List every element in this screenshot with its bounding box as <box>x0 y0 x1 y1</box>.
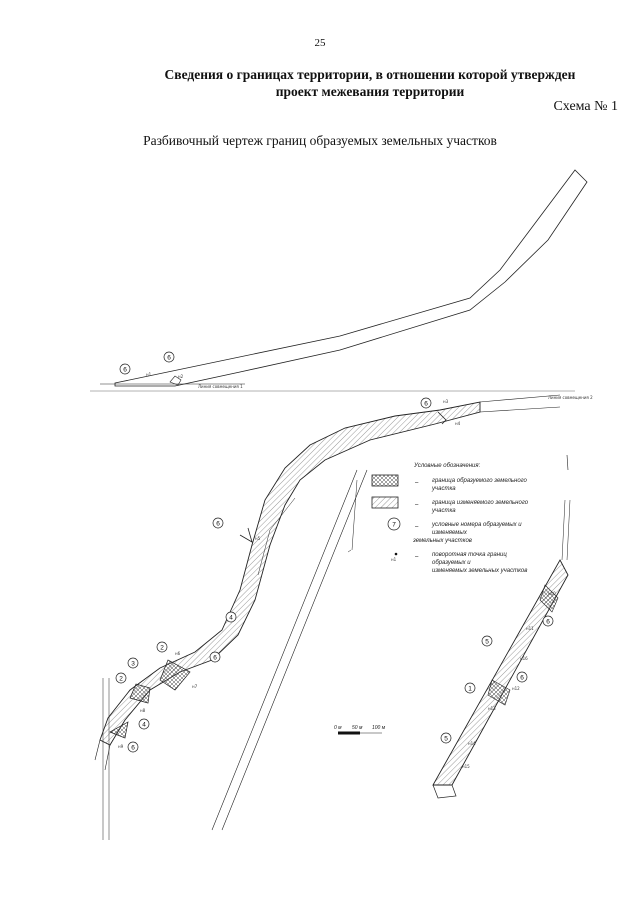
legend-number-circle <box>387 517 401 531</box>
legend-title: Условные обозначения: <box>413 463 481 469</box>
parcel-number: 6 <box>520 675 524 682</box>
legend-item-1-line-2: участка <box>431 486 456 492</box>
parcel-number-marker: 1 <box>464 682 476 694</box>
document-title: Сведения о границах территории, в отноше… <box>110 66 630 100</box>
legend-point-label: н1 <box>391 557 397 562</box>
point-label: н16 <box>520 656 528 661</box>
parcel-number: 1 <box>468 686 472 693</box>
parcel-number: 3 <box>131 661 135 668</box>
parcel-number-marker: 5 <box>481 635 493 647</box>
main-road: Линия совмещения 2 н3 н4 н5 н6 н7 н8 н9 <box>94 394 593 771</box>
scheme-label: Схема № 1 <box>553 99 618 114</box>
parcel-number: 5 <box>444 736 448 743</box>
point-label: н9 <box>118 744 124 749</box>
scale-bar: 0 м 50 м 100 м <box>334 725 386 735</box>
point-label: н12 <box>512 686 520 691</box>
legend: Условные обозначения: – граница образуем… <box>371 463 529 574</box>
parcel-number-marker: 6 <box>163 351 175 363</box>
point-label: н15 <box>462 764 470 769</box>
parcel-number: 4 <box>142 722 146 729</box>
legend-point-marker <box>394 552 398 556</box>
parcel-number: 2 <box>160 645 164 652</box>
scale-label-0: 0 м <box>334 725 342 731</box>
parcel-number: 6 <box>123 367 127 374</box>
point-label: н2 <box>178 374 184 379</box>
top-road: Линия совмещения 1 н1 н2 <box>100 169 588 389</box>
parcel-number-marker: 6 <box>516 671 528 683</box>
title-line-2: проект межевания территории <box>275 84 465 99</box>
parcel-number: 6 <box>213 655 217 662</box>
match-line-label: Линия совмещения 1 <box>198 384 243 389</box>
parcel-number-marker: 6 <box>542 615 554 627</box>
legend-dash: – <box>414 502 419 508</box>
legend-swatch-new <box>371 474 399 487</box>
parcel-number-markers: 6 6 6 6 4 6 2 3 <box>115 351 554 753</box>
point-label: н11 <box>526 626 534 631</box>
point-label: н4 <box>455 421 461 426</box>
parcel-number: 4 <box>229 615 233 622</box>
point-label: н14 <box>468 741 476 746</box>
parcel-number-marker: 6 <box>420 397 432 409</box>
parcel-number-marker: 3 <box>127 657 139 669</box>
parcel-number: 6 <box>546 619 550 626</box>
parcel-4-hatched <box>99 401 481 746</box>
drawing-subtitle: Разбивочный чертеж границ образуемых зем… <box>143 133 497 148</box>
legend-dash: – <box>414 524 419 530</box>
scale-label-100: 100 м <box>372 725 386 731</box>
legend-item-2-line-2: участка <box>431 508 456 514</box>
parcel-number: 2 <box>119 676 123 683</box>
parcel-number: 6 <box>216 521 220 528</box>
legend-item-4-line-3: изменяемых земельных участков <box>432 568 527 574</box>
right-road: н10 н11 н12 н13 н14 н15 н16 <box>432 499 571 799</box>
point-label: н3 <box>443 399 449 404</box>
point-label: н13 <box>488 706 496 711</box>
legend-item-3-line-2: изменяемых <box>432 530 468 536</box>
point-label: н6 <box>175 651 181 656</box>
parcel-number: 5 <box>485 639 489 646</box>
legend-item-2-line-1: граница изменяемого земельного <box>432 500 529 506</box>
match-line-label-2: Линия совмещения 2 <box>548 395 593 400</box>
parcel-number-marker: 6 <box>119 363 131 375</box>
point-label: н5 <box>255 536 261 541</box>
parcel-number: 6 <box>424 401 428 408</box>
legend-swatch-changed <box>371 496 399 509</box>
legend-item-4-line-2: образуемых и <box>432 560 471 566</box>
legend-number-sample: 7 <box>392 522 396 529</box>
parcel-number-marker: 4 <box>225 611 237 623</box>
parcel-number-marker: 5 <box>440 732 452 744</box>
parcel-number: 6 <box>131 745 135 752</box>
parcel-number-marker: 4 <box>138 718 150 730</box>
parcel-number-marker: 6 <box>209 651 221 663</box>
scale-label-50: 50 м <box>352 725 363 731</box>
parcel-number: 6 <box>167 355 171 362</box>
legend-dash: – <box>414 554 419 560</box>
legend-item-3-line-1: условные номера образуемых и <box>431 522 522 528</box>
parcel-number-marker: 6 <box>127 741 139 753</box>
point-label: н7 <box>192 684 198 689</box>
point-label: н10 <box>548 591 556 596</box>
title-line-1: Сведения о границах территории, в отноше… <box>164 67 576 82</box>
legend-item-1-line-1: граница образуемого земельного <box>432 478 528 484</box>
side-roads <box>102 454 569 840</box>
legend-item-4-line-1: поворотная точка границ <box>432 552 507 558</box>
legend-dash: – <box>414 480 419 486</box>
page-number: 25 <box>314 37 326 49</box>
parcel-number-marker: 2 <box>115 672 127 684</box>
legend-item-3-line-3: земельных участков <box>412 538 472 544</box>
point-label: н8 <box>140 708 146 713</box>
point-label: н1 <box>146 372 152 377</box>
parcel-number-marker: 2 <box>156 641 168 653</box>
parcel-number-marker: 6 <box>212 517 224 529</box>
